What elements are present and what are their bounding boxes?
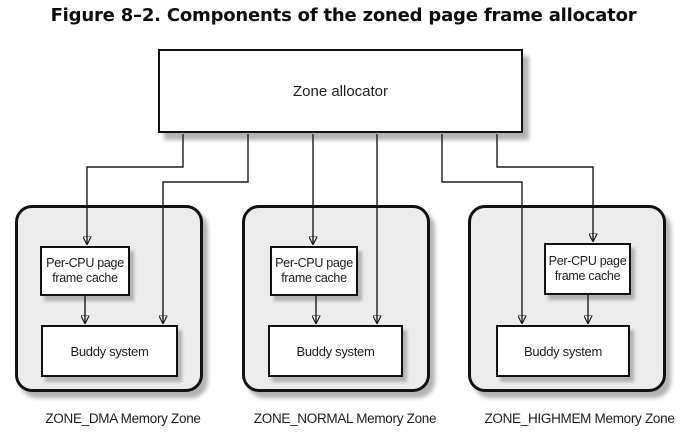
figure-title: Figure 8–2. Components of the zoned page… — [50, 5, 637, 26]
buddy-system-label: Buddy system — [296, 343, 375, 359]
zone-normal-buddy-system-box: Buddy system — [268, 325, 403, 377]
zone-normal-percpu-cache-box: Per-CPU page frame cache — [270, 246, 358, 296]
zone-allocator-box: Zone allocator — [158, 49, 523, 133]
buddy-system-label: Buddy system — [70, 343, 149, 359]
percpu-cache-label-line1: Per-CPU page — [275, 256, 353, 271]
percpu-cache-label-line2: frame cache — [52, 271, 118, 285]
zone-allocator-label: Zone allocator — [292, 82, 389, 100]
zone-normal-label: ZONE_NORMAL Memory Zone — [253, 411, 437, 426]
zone-highmem-label: ZONE_HIGHMEM Memory Zone — [484, 411, 675, 426]
zone-dma-percpu-cache-box: Per-CPU page frame cache — [40, 246, 130, 296]
buddy-system-label: Buddy system — [523, 343, 603, 359]
percpu-cache-label-line2: frame cache — [281, 271, 347, 285]
zone-highmem-percpu-cache-box: Per-CPU page frame cache — [544, 243, 631, 295]
zone-dma-buddy-system-box: Buddy system — [41, 325, 178, 377]
zone-dma-label: ZONE_DMA Memory Zone — [45, 411, 201, 426]
zone-highmem-buddy-system-box: Buddy system — [496, 325, 630, 377]
percpu-cache-label-line1: Per-CPU page — [46, 256, 124, 271]
percpu-cache-label-line2: frame cache — [554, 269, 621, 283]
percpu-cache-label-line1: Per-CPU page — [548, 254, 627, 269]
